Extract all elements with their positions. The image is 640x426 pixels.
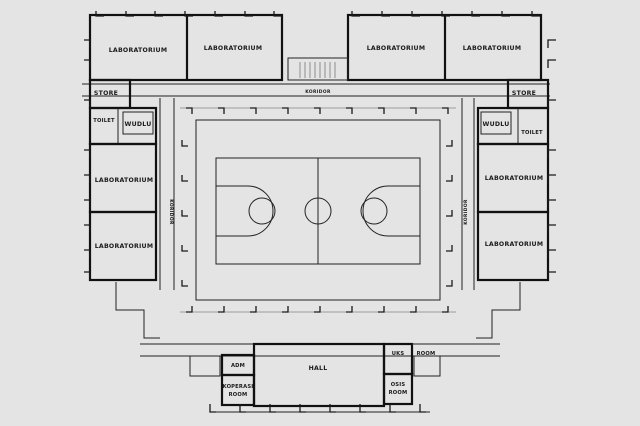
lab-top-4-label: LABORATORIUM bbox=[463, 45, 522, 52]
top-wing bbox=[82, 11, 550, 97]
left-wing bbox=[84, 39, 175, 290]
wudlu-right-label: WUDLU bbox=[483, 121, 510, 128]
room-labels: LABORATORIUM LABORATORIUM LABORATORIUM L… bbox=[93, 45, 543, 398]
hall-label: HALL bbox=[309, 365, 328, 372]
corridor-left-label: KORIDOR bbox=[168, 199, 174, 225]
uks-label: UKS bbox=[392, 351, 405, 357]
lab-top-3-label: LABORATORIUM bbox=[367, 45, 426, 52]
koperasi-room-label: ROOM bbox=[229, 392, 248, 398]
koperasi-label: KOPERASI bbox=[223, 384, 254, 390]
courtyard bbox=[180, 107, 456, 313]
front-building bbox=[115, 282, 521, 413]
adm-label: ADM bbox=[231, 363, 245, 369]
right-wing bbox=[461, 39, 556, 290]
lab-left-1-label: LABORATORIUM bbox=[95, 177, 154, 184]
store-left-label: STORE bbox=[94, 90, 118, 97]
corridor-top-label: KORIDOR bbox=[305, 89, 331, 95]
lab-top-2-label: LABORATORIUM bbox=[204, 45, 263, 52]
uks-room-label: ROOM bbox=[417, 351, 436, 357]
lab-left-2-label: LABORATORIUM bbox=[95, 243, 154, 250]
lab-top-1-label: LABORATORIUM bbox=[109, 47, 168, 54]
osis-room-label: ROOM bbox=[389, 390, 408, 396]
toilet-right-label: TOILET bbox=[521, 130, 543, 136]
lab-right-2-label: LABORATORIUM bbox=[485, 241, 544, 248]
toilet-left-label: TOILET bbox=[93, 118, 115, 124]
wudlu-left-label: WUDLU bbox=[125, 121, 152, 128]
corridor-right-label: KORIDOR bbox=[463, 199, 469, 225]
basketball-court bbox=[215, 157, 421, 265]
store-right-label: STORE bbox=[512, 90, 536, 97]
lab-right-1-label: LABORATORIUM bbox=[485, 175, 544, 182]
osis-label: OSIS bbox=[391, 382, 406, 388]
